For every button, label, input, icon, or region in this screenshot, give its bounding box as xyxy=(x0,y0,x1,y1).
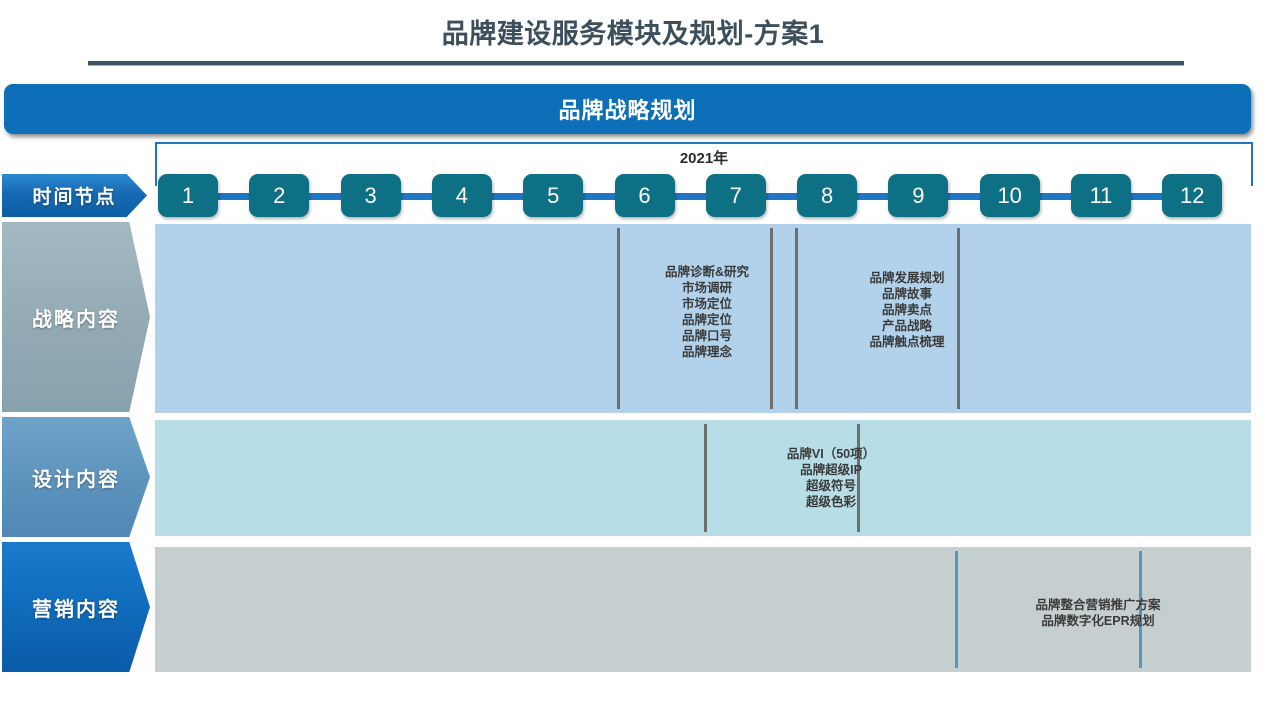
content-line: 品牌超级IP xyxy=(800,463,862,477)
content-line: 超级色彩 xyxy=(805,495,856,509)
strategy-block-2: 品牌发展规划品牌故事品牌卖点产品战略品牌触点梳理 xyxy=(817,270,997,350)
sidebar-item-time[interactable]: 时间节点 xyxy=(2,174,147,217)
timeline-node-label: 11 xyxy=(1089,182,1113,208)
row-divider xyxy=(795,228,798,409)
row-divider xyxy=(955,551,958,668)
timeline-node-label: 8 xyxy=(820,182,834,208)
content-line: 品牌卖点 xyxy=(881,303,932,317)
content-line: 品牌整合营销推广方案 xyxy=(1035,598,1161,612)
timeline-node-2[interactable]: 2 xyxy=(249,174,310,217)
sidebar-item-label: 营销内容 xyxy=(32,598,120,621)
timeline-node-11[interactable]: 11 xyxy=(1071,174,1131,217)
content-line: 超级符号 xyxy=(805,479,856,493)
content-line: 品牌发展规划 xyxy=(869,271,945,285)
content-line: 品牌定位 xyxy=(681,313,732,327)
row-strategy: 品牌诊断&研究市场调研市场定位品牌定位品牌口号品牌理念 品牌发展规划品牌故事品牌… xyxy=(155,224,1251,413)
marketing-block-1: 品牌整合营销推广方案品牌数字化EPR规划 xyxy=(983,597,1213,629)
content-line: 品牌口号 xyxy=(681,329,732,343)
content-line: 品牌数字化EPR规划 xyxy=(1041,614,1155,628)
timeline-node-10[interactable]: 10 xyxy=(979,174,1040,217)
row-divider xyxy=(857,424,860,532)
timeline-node-label: 9 xyxy=(912,182,925,208)
timeline-axis-line xyxy=(158,193,1216,200)
sidebar-item-marketing[interactable]: 营销内容 xyxy=(2,542,150,672)
content-line: 品牌触点梳理 xyxy=(869,335,945,349)
content-line: 市场定位 xyxy=(681,297,732,311)
banner: 品牌战略规划 xyxy=(4,84,1251,134)
bracket-right-tick xyxy=(1251,142,1253,186)
timeline-node-9[interactable]: 9 xyxy=(888,174,949,217)
row-divider xyxy=(704,424,707,532)
timeline-node-label: 12 xyxy=(1180,182,1205,208)
content-line: 品牌故事 xyxy=(881,287,932,301)
year-bracket: 2021年 xyxy=(155,142,1253,186)
bracket-left-tick xyxy=(155,142,157,186)
content-line: 品牌诊断&研究 xyxy=(664,265,750,279)
year-label: 2021年 xyxy=(679,150,729,167)
bracket-top-line xyxy=(155,142,1253,144)
timeline-node-label: 2 xyxy=(273,182,286,208)
content-line: 产品战略 xyxy=(881,319,932,333)
timeline-node-label: 10 xyxy=(997,182,1022,208)
timeline-node-7[interactable]: 7 xyxy=(705,174,766,217)
timeline-node-4[interactable]: 4 xyxy=(431,174,492,217)
strategy-block-1: 品牌诊断&研究市场调研市场定位品牌定位品牌口号品牌理念 xyxy=(617,264,797,360)
sidebar-item-label: 战略内容 xyxy=(32,308,120,331)
design-block-1: 品牌VI（50项） 品牌超级IP 超级符号超级色彩 xyxy=(741,446,921,510)
row-divider xyxy=(957,228,960,409)
row-divider xyxy=(617,228,620,409)
content-line: 品牌VI（50项） xyxy=(786,447,876,461)
timeline-node-label: 1 xyxy=(181,182,195,208)
page-title: 品牌建设服务模块及规划-方案1 xyxy=(441,19,825,49)
sidebar-item-design[interactable]: 设计内容 xyxy=(2,417,150,537)
timeline-node-3[interactable]: 3 xyxy=(340,174,401,217)
timeline-node-5[interactable]: 5 xyxy=(523,174,584,217)
timeline-node-label: 6 xyxy=(638,182,651,208)
timeline-node-12[interactable]: 12 xyxy=(1162,174,1223,217)
timeline-node-1[interactable]: 1 xyxy=(158,174,218,217)
timeline-node-label: 7 xyxy=(729,182,742,208)
sidebar-item-strategy[interactable]: 战略内容 xyxy=(2,222,150,412)
timeline-node-label: 4 xyxy=(455,182,469,208)
banner-title: 品牌战略规划 xyxy=(558,98,697,123)
row-design: 品牌VI（50项） 品牌超级IP 超级符号超级色彩 xyxy=(155,420,1251,536)
timeline-node-label: 5 xyxy=(547,182,560,208)
sidebar-item-label: 时间节点 xyxy=(32,187,117,208)
row-divider xyxy=(1139,551,1142,668)
timeline-node-label: 3 xyxy=(364,182,377,208)
title-divider xyxy=(88,61,1184,66)
row-marketing: 品牌整合营销推广方案品牌数字化EPR规划 xyxy=(155,547,1251,672)
timeline-node-8[interactable]: 8 xyxy=(797,174,858,217)
row-divider xyxy=(770,228,773,409)
content-line: 品牌理念 xyxy=(681,345,732,359)
sidebar-item-label: 设计内容 xyxy=(32,468,120,491)
timeline-node-6[interactable]: 6 xyxy=(614,174,675,217)
content-line: 市场调研 xyxy=(681,281,732,295)
